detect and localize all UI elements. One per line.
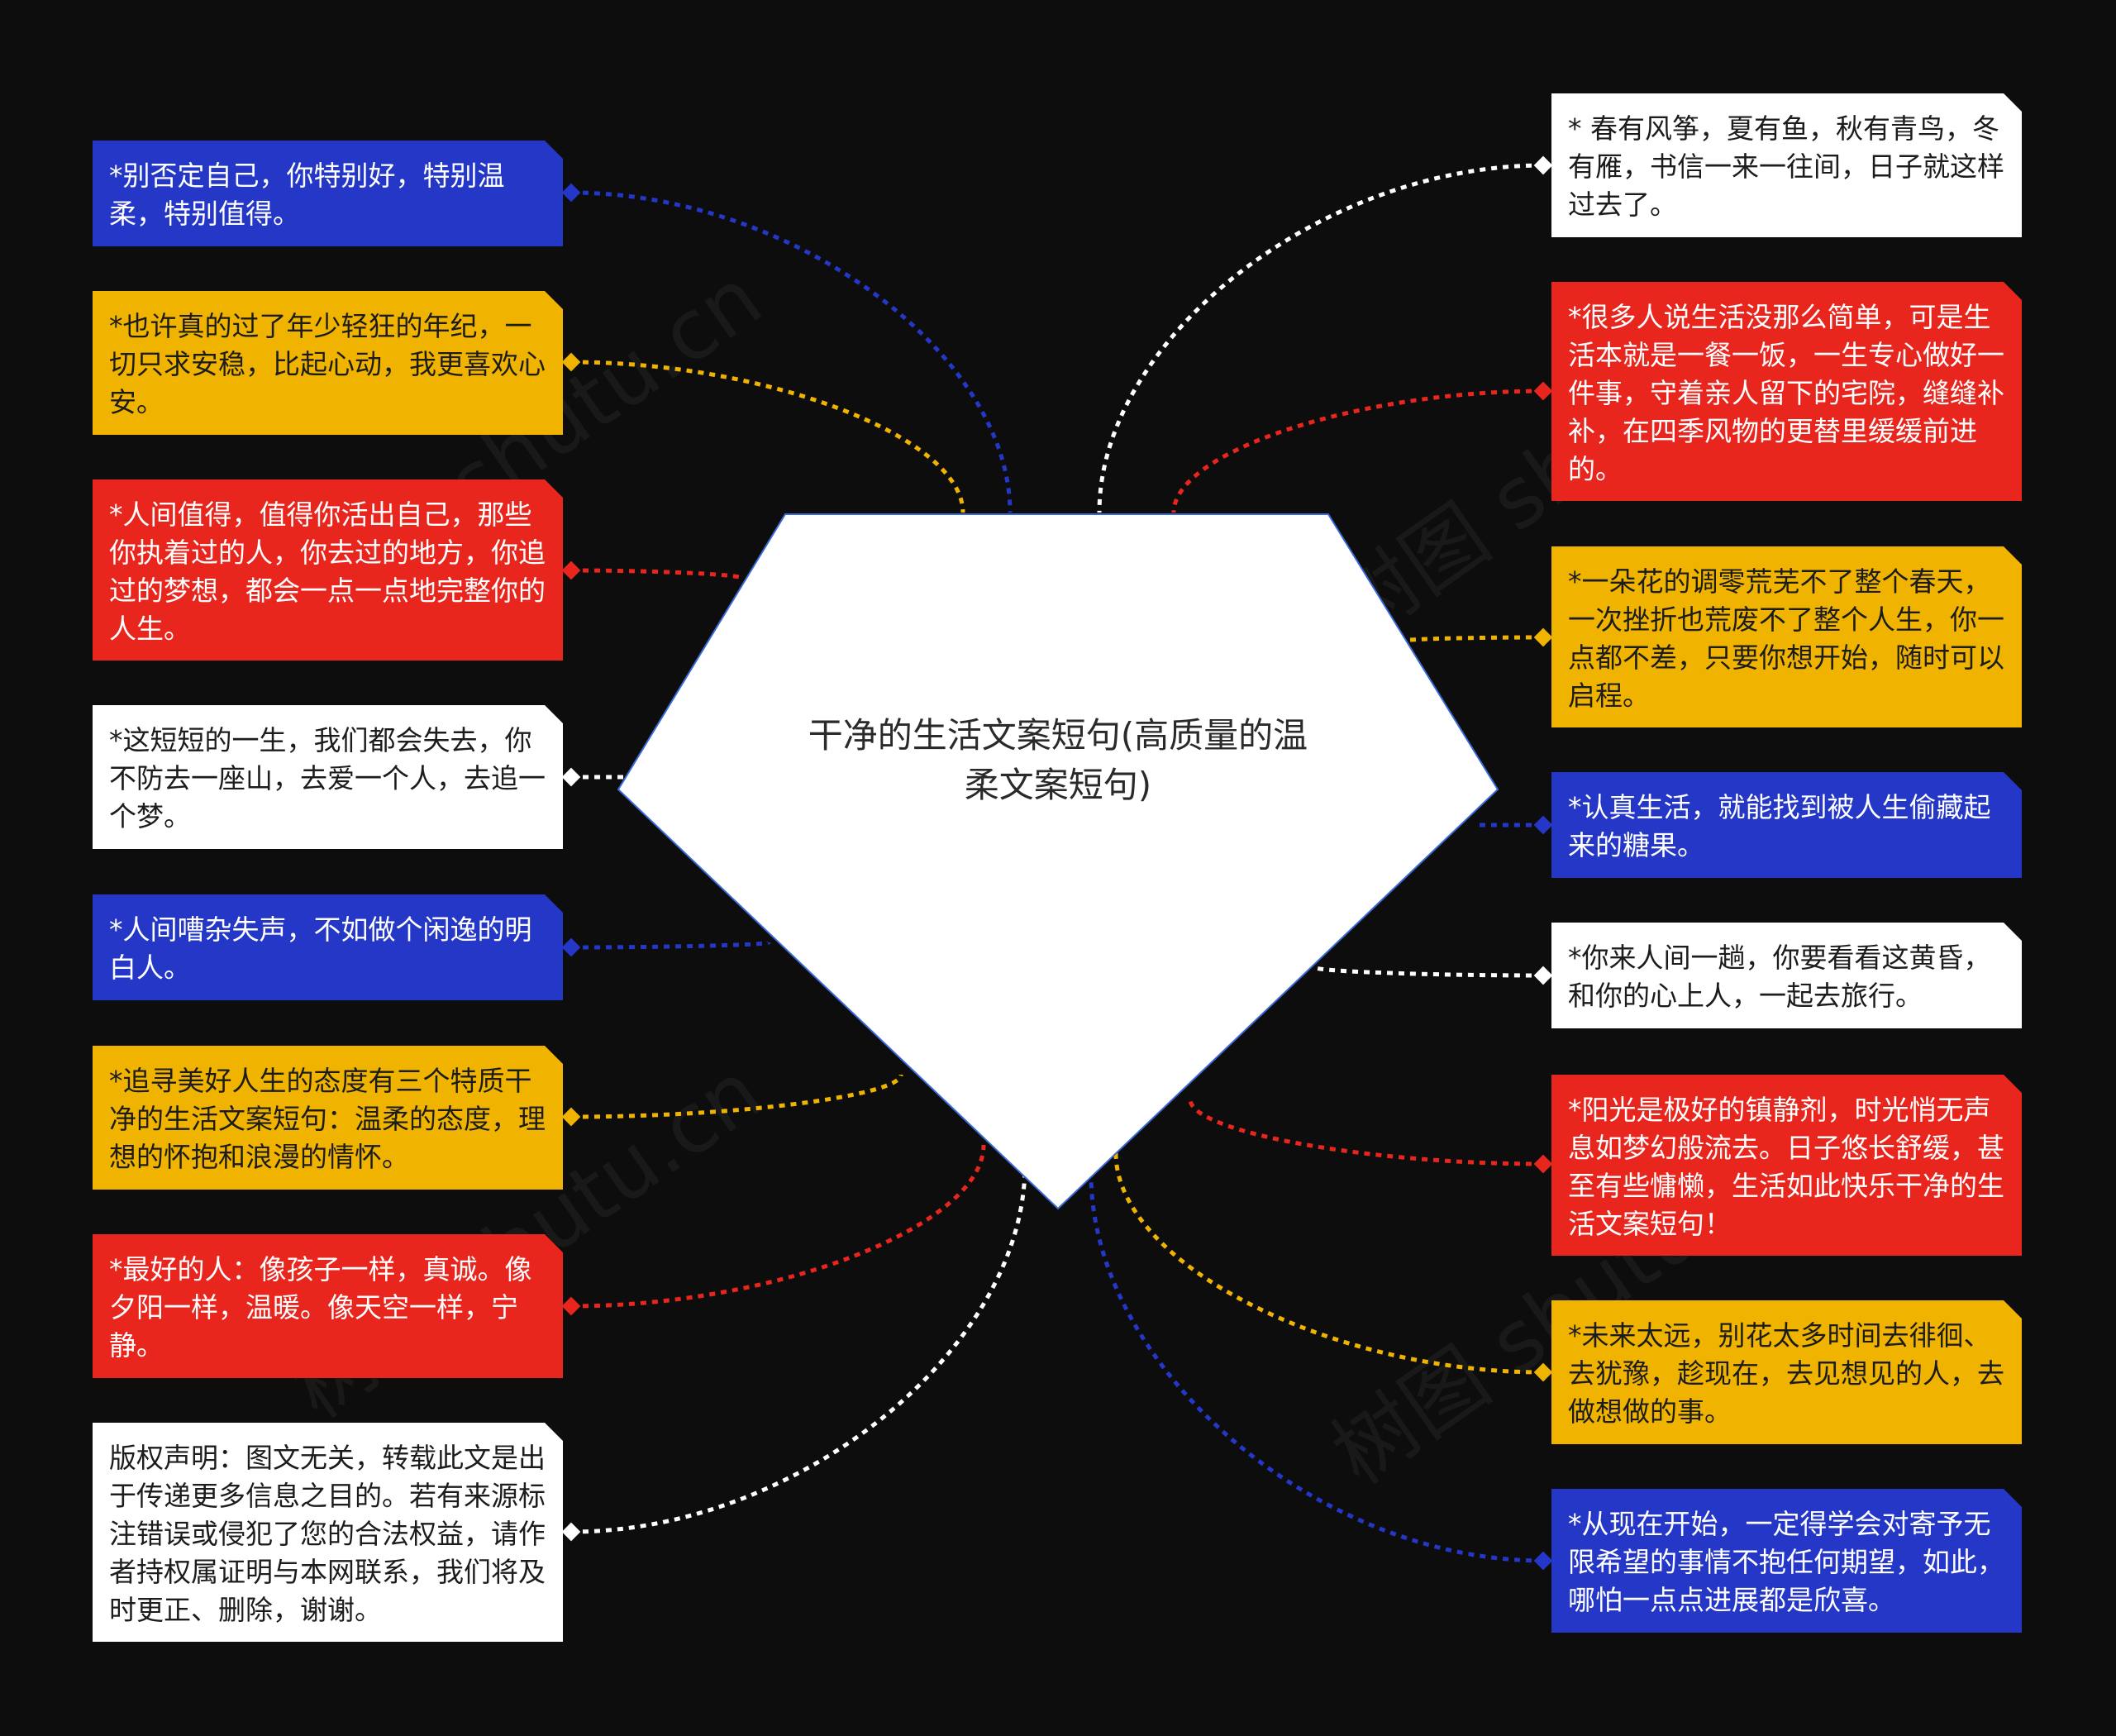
left-connector (570, 940, 771, 950)
central-topic[interactable]: 干净的生活文案短句(高质量的温柔文案短句) (808, 715, 1308, 805)
connector-diamond (1533, 381, 1553, 401)
connector-diamond (1533, 966, 1553, 985)
connector-diamond (561, 1296, 581, 1316)
connector-diamond (1533, 815, 1553, 835)
right-node-3[interactable]: *一朵花的调零荒芜不了整个春天，一次挫折也荒废不了整个人生，你一点都不差，只要你… (1551, 546, 2022, 727)
connector-diamond (561, 352, 581, 372)
connector-diamond (561, 767, 581, 787)
right-node-7[interactable]: *未来太远，别花太多时间去徘徊、去犹豫，趁现在，去见想见的人，去做想做的事。 (1551, 1300, 2022, 1444)
right-connector (1097, 163, 1544, 513)
left-connector (570, 568, 746, 581)
left-connector (570, 1165, 1027, 1534)
connector-diamond (1533, 1551, 1553, 1571)
connector-diamond (1533, 1362, 1553, 1382)
connector-diamond (561, 1522, 581, 1542)
left-node-2[interactable]: *也许真的过了年少轻狂的年纪，一切只求安稳，比起心动，我更喜欢心安。 (93, 291, 563, 435)
left-node-7[interactable]: *最好的人：像孩子一样，真诚。像夕阳一样，温暖。像天空一样，宁静。 (93, 1234, 563, 1378)
right-node-6[interactable]: *阳光是极好的镇静剂，时光悄无声息如梦幻般流去。日子悠长舒缓，甚至有些慵懒，生活… (1551, 1075, 2022, 1256)
right-node-1[interactable]: * 春有风筝，夏有鱼，秋有青鸟，冬有雁，书信一来一往间，日子就这样过去了。 (1551, 93, 2022, 237)
copyright-notice[interactable]: 版权声明：图文无关，转载此文是出于传递更多信息之目的。若有来源标注错误或侵犯了您… (93, 1423, 563, 1642)
right-connector (1089, 1173, 1544, 1563)
connector-diamond (1533, 627, 1553, 647)
right-connector (1188, 1099, 1544, 1166)
right-node-5[interactable]: *你来人间一趟，你要看看这黄昏，和你的心上人，一起去旅行。 (1551, 923, 2022, 1028)
right-connector (1171, 389, 1544, 513)
right-connector (1113, 1152, 1544, 1375)
connector-diamond (561, 560, 581, 580)
left-node-1[interactable]: *别否定自己，你特别好，特别温柔，特别值得。 (93, 141, 563, 246)
connector-diamond (561, 1107, 581, 1127)
left-connector (570, 190, 1013, 513)
connector-diamond (1533, 1154, 1553, 1174)
left-connector (570, 360, 965, 513)
left-node-5[interactable]: *人间嘈杂失声，不如做个闲逸的明白人。 (93, 894, 563, 1000)
connector-diamond (561, 937, 581, 957)
central-pentagon (617, 513, 1499, 1210)
right-node-2[interactable]: *很多人说生活没那么简单，可是生活本就是一餐一饭，一生专心做好一件事，守着亲人留… (1551, 282, 2022, 501)
left-node-4[interactable]: *这短短的一生，我们都会失去，你不防去一座山，去爱一个人，去追一个梦。 (93, 705, 563, 849)
left-node-6[interactable]: *追寻美好人生的态度有三个特质干净的生活文案短句：温柔的态度，理想的怀抱和浪漫的… (93, 1046, 563, 1190)
left-node-3[interactable]: *人间值得，值得你活出自己，那些你执着过的人，你去过的地方，你追过的梦想，都会一… (93, 479, 563, 661)
left-connector (570, 1144, 986, 1309)
right-node-8[interactable]: *从现在开始，一定得学会对寄予无限希望的事情不抱任何期望，如此，哪怕一点点进展都… (1551, 1489, 2022, 1633)
right-connector (1312, 965, 1544, 978)
right-node-4[interactable]: *认真生活，就能找到被人生偷藏起来的糖果。 (1551, 772, 2022, 878)
right-connector (1403, 635, 1544, 643)
